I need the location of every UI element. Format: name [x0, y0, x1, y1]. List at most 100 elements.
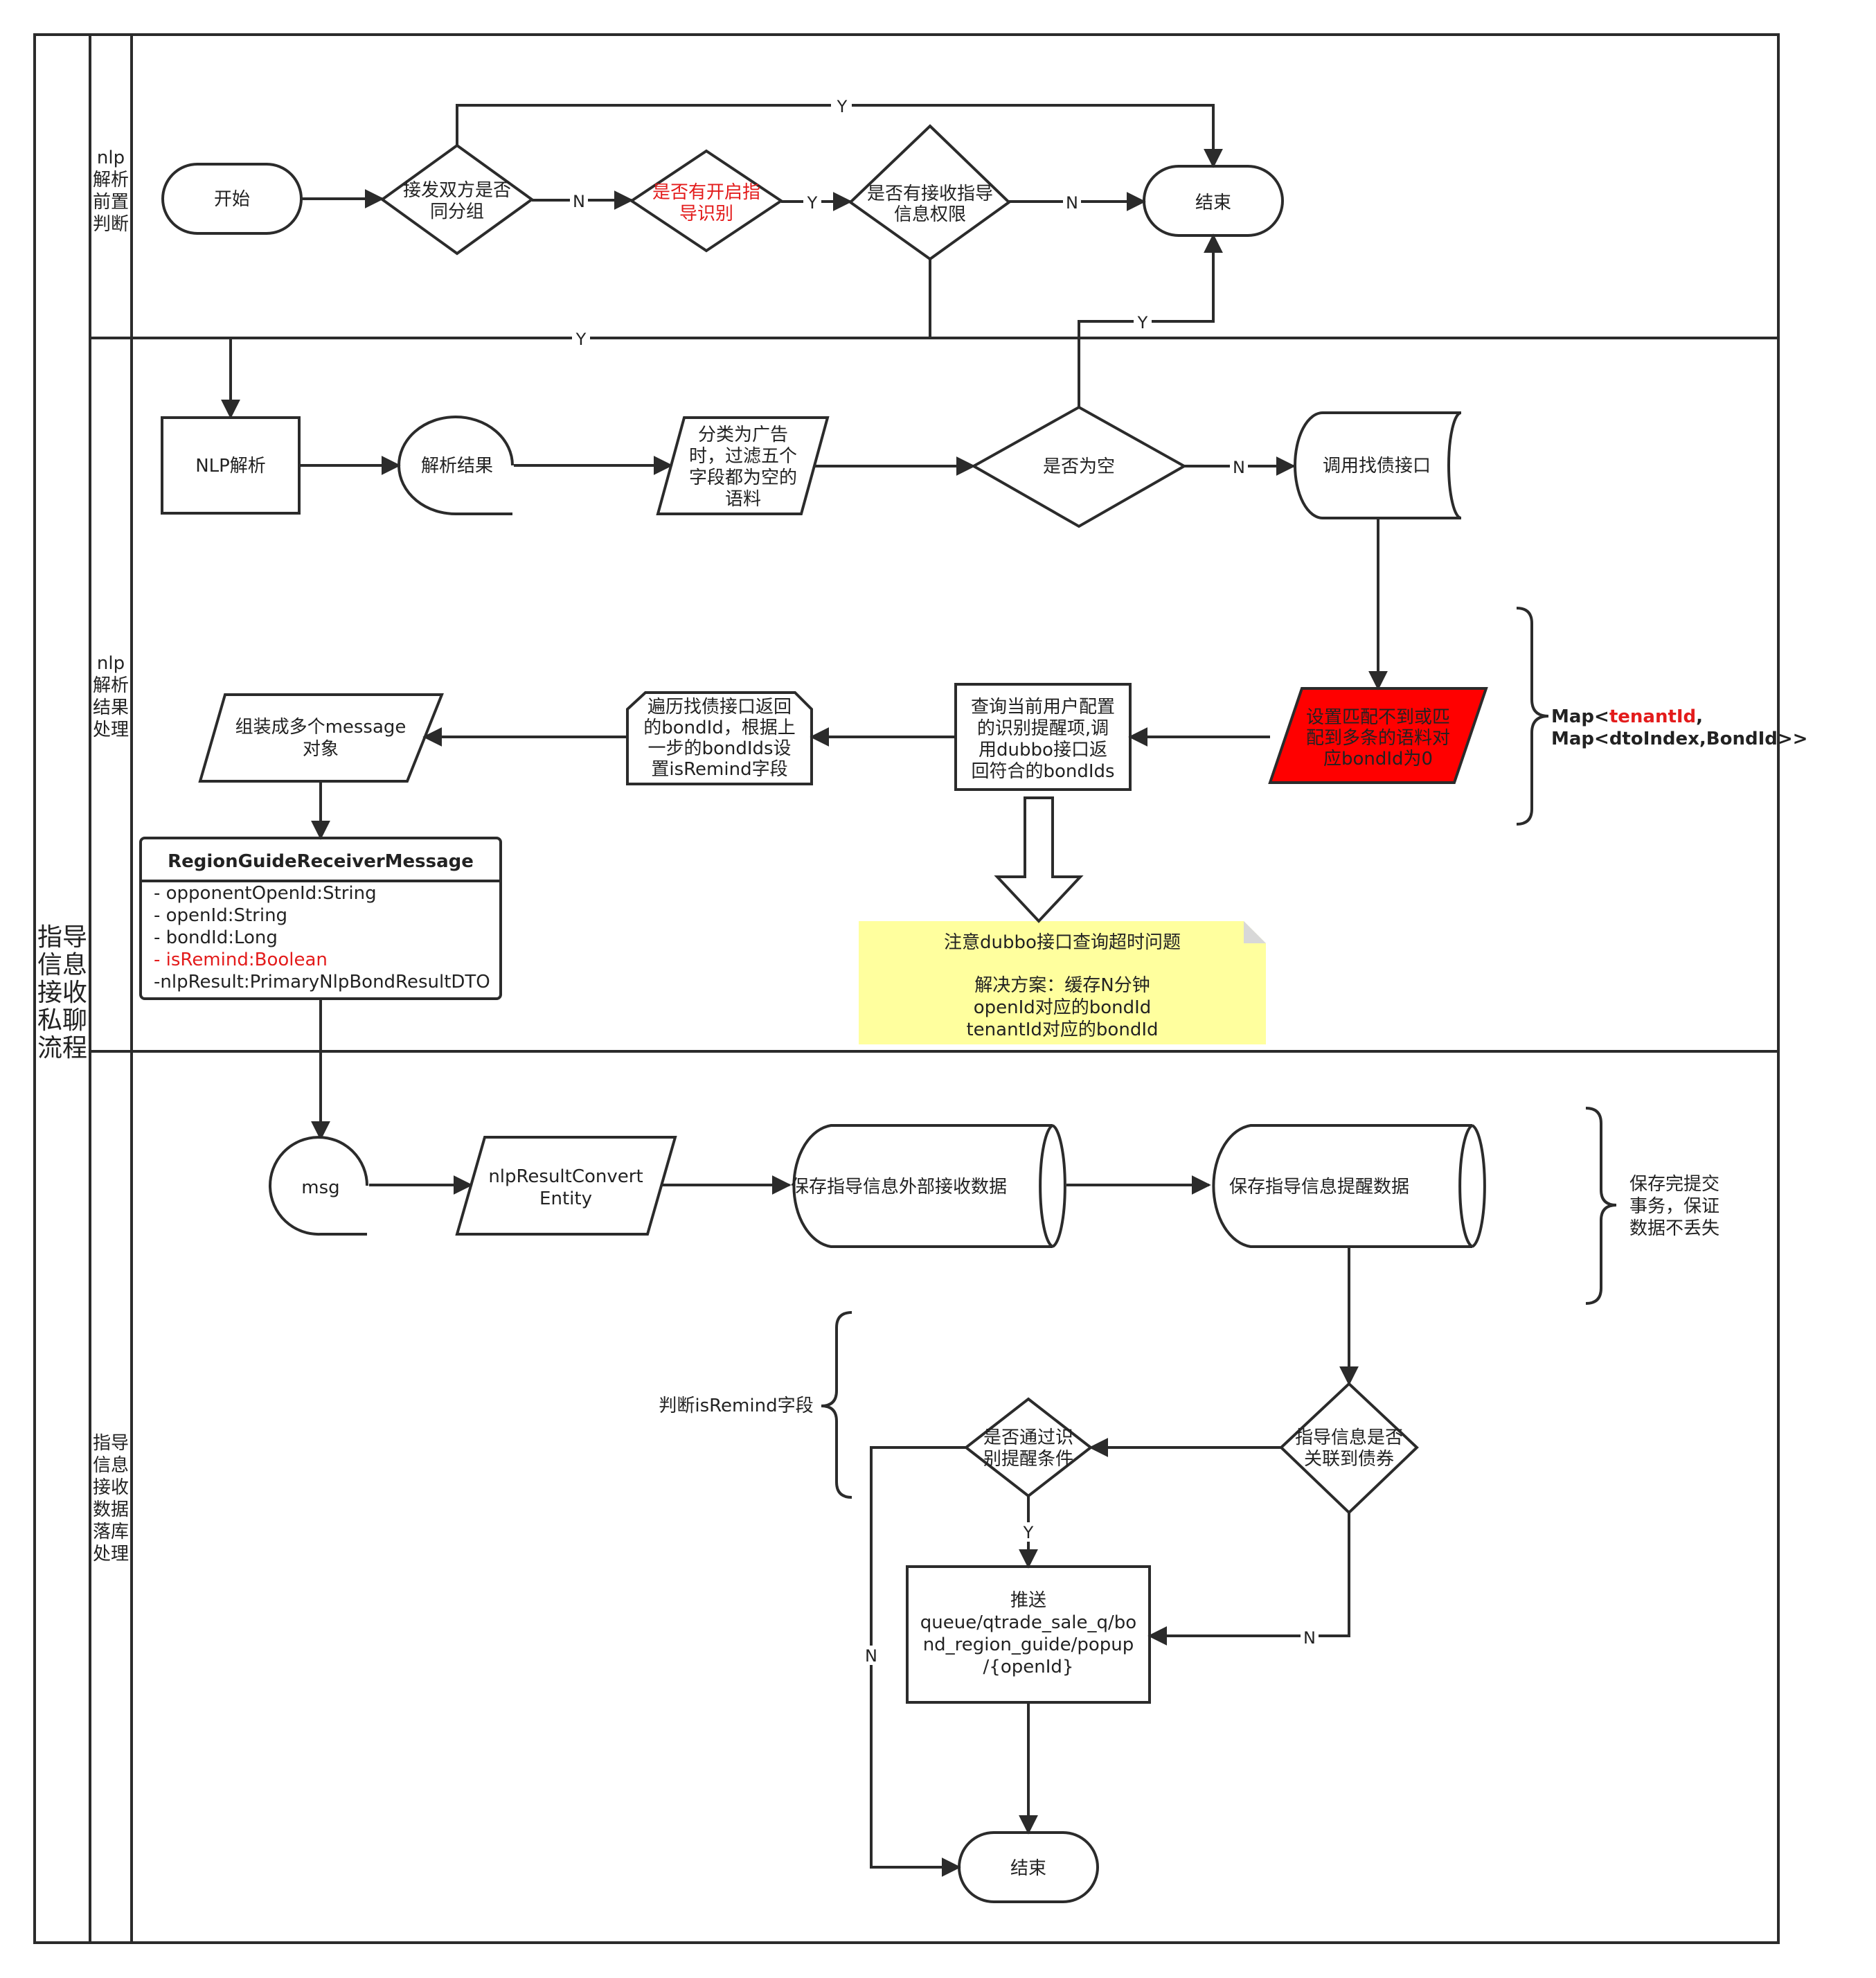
svg-text:是否有开启指: 是否有开启指	[652, 182, 760, 203]
annotation-map-structure: Map<tenantId, Map<dtoIndex,BondId>>	[1551, 706, 1807, 749]
document-parse-result: 解析结果	[397, 416, 514, 516]
start-node: 开始	[161, 163, 303, 235]
svg-text:nlp: nlp	[97, 148, 125, 168]
edge-label-y: Y	[1023, 1523, 1034, 1542]
edge-label-n: N	[573, 192, 585, 211]
svg-text:开始: 开始	[214, 189, 250, 210]
brace-map	[1516, 607, 1549, 826]
process-push: 推送 queue/qtrade_sale_q/bo nd_region_guid…	[906, 1565, 1151, 1704]
svg-text:查询当前用户配置: 查询当前用户配置	[971, 697, 1115, 718]
svg-text:设置匹配不到或匹: 设置匹配不到或匹	[1306, 707, 1450, 728]
svg-text:的识别提醒项,调: 的识别提醒项,调	[977, 718, 1109, 739]
svg-text:置isRemind字段: 置isRemind字段	[651, 759, 787, 780]
storage-save-external: 保存指导信息外部接收数据	[791, 1124, 1066, 1248]
svg-text:别提醒条件: 别提醒条件	[983, 1449, 1073, 1470]
svg-text:处理: 处理	[93, 1544, 129, 1565]
edge-labels-storage: Y N N	[862, 1522, 1319, 1666]
class-field: - openId:String	[154, 905, 287, 926]
svg-text:数据不丢失: 数据不丢失	[1629, 1218, 1719, 1239]
document-msg: msg	[269, 1136, 368, 1236]
svg-text:是否有接收指导: 是否有接收指导	[867, 184, 993, 204]
class-field: - opponentOpenId:String	[154, 883, 377, 904]
svg-text:nd_region_guide/popup: nd_region_guide/popup	[923, 1634, 1134, 1655]
end-node-top: 结束	[1143, 165, 1284, 237]
svg-text:结束: 结束	[1195, 193, 1231, 213]
class-name: RegionGuideReceiverMessage	[168, 851, 474, 872]
svg-text:解析: 解析	[93, 675, 129, 696]
svg-text:导识别: 导识别	[679, 204, 733, 224]
svg-text:组装成多个message: 组装成多个message	[235, 717, 407, 738]
decision-guide-enabled: 是否有开启指 导识别	[629, 149, 784, 253]
decision-same-group: 接发双方是否 同分组	[379, 143, 535, 256]
pool-title-line: 指导	[37, 923, 87, 952]
pool-title-line: 流程	[37, 1034, 87, 1062]
preparation-traverse: 遍历找债接口返回 的bondId，根据上 一步的bondIds设 置isRemi…	[626, 691, 813, 785]
svg-text:语料: 语料	[725, 489, 761, 510]
svg-text:结果: 结果	[93, 697, 129, 718]
svg-text:事务，保证: 事务，保证	[1629, 1196, 1719, 1217]
svg-text:前置: 前置	[93, 192, 129, 213]
storage-call-bond-api: 调用找债接口	[1294, 411, 1462, 519]
brace-save-tx	[1585, 1107, 1617, 1305]
edge-label-n: N	[1066, 193, 1078, 213]
end-node-bottom: 结束	[958, 1831, 1099, 1903]
svg-text:解析结果: 解析结果	[421, 456, 493, 476]
edge-label-y: Y	[575, 330, 587, 349]
brace-judge-remind	[821, 1311, 852, 1499]
svg-text:指导信息是否: 指导信息是否	[1295, 1427, 1403, 1448]
pool-title: 指导 信息 接收 私聊 流程	[37, 923, 87, 1062]
svg-text:落库: 落库	[93, 1522, 129, 1542]
svg-text:保存完提交: 保存完提交	[1629, 1174, 1719, 1195]
svg-text:nlp: nlp	[97, 653, 125, 674]
svg-text:openId对应的bondId: openId对应的bondId	[974, 997, 1152, 1018]
svg-text:是否通过识: 是否通过识	[983, 1427, 1073, 1448]
svg-text:推送: 推送	[1010, 1590, 1046, 1611]
decision-pass-remind: 是否通过识 别提醒条件	[963, 1397, 1093, 1498]
svg-text:nlpResultConvert: nlpResultConvert	[488, 1166, 643, 1187]
svg-text:判断isRemind字段: 判断isRemind字段	[659, 1396, 813, 1416]
svg-text:对象: 对象	[303, 739, 339, 760]
svg-text:保存指导信息提醒数据: 保存指导信息提醒数据	[1229, 1177, 1409, 1197]
process-nlp-parse: NLP解析	[161, 416, 301, 515]
lane-title-storage: 指导 信息 接收 数据 落库 处理	[93, 1433, 129, 1565]
svg-text:时，过滤五个: 时，过滤五个	[689, 446, 797, 467]
edge-labels-precheck: Y N Y N Y	[570, 96, 1081, 349]
svg-text:结束: 结束	[1010, 1858, 1046, 1879]
decision-is-empty: 是否为空	[970, 405, 1188, 528]
svg-text:信息: 信息	[93, 1455, 129, 1476]
pool-title-line: 私聊	[37, 1006, 87, 1035]
annotation-save-tx: 保存完提交 事务，保证 数据不丢失	[1629, 1174, 1719, 1239]
process-query-config: 查询当前用户配置 的识别提醒项,调 用dubbo接口返 回符合的bondIds	[954, 683, 1132, 791]
edge-link-bond-no	[1147, 1513, 1350, 1646]
data-assemble-msg: 组装成多个message 对象	[198, 693, 444, 783]
svg-text:关联到债券: 关联到债券	[1304, 1449, 1394, 1470]
svg-text:Map<tenantId,: Map<tenantId,	[1551, 706, 1703, 727]
edge-label-n: N	[1303, 1628, 1316, 1648]
svg-text:接发双方是否: 接发双方是否	[403, 180, 511, 201]
storage-save-remind: 保存指导信息提醒数据	[1212, 1124, 1486, 1248]
edge-label-y: Y	[1137, 313, 1148, 332]
svg-text:接收: 接收	[93, 1477, 129, 1498]
note-dubbo-timeout: 注意dubbo接口查询超时问题 解决方案：缓存N分钟 openId对应的bond…	[859, 921, 1266, 1044]
data-convert: nlpResultConvert Entity	[455, 1136, 677, 1236]
svg-text:注意dubbo接口查询超时问题: 注意dubbo接口查询超时问题	[944, 932, 1181, 953]
annotation-judge-remind: 判断isRemind字段	[659, 1396, 813, 1416]
svg-text:的bondId，根据上: 的bondId，根据上	[643, 718, 796, 738]
svg-text:同分组: 同分组	[430, 202, 484, 222]
svg-text:Map<dtoIndex,BondId>>: Map<dtoIndex,BondId>>	[1551, 729, 1807, 749]
svg-text:信息权限: 信息权限	[894, 204, 966, 225]
svg-text:配到多条的语料对: 配到多条的语料对	[1306, 728, 1450, 749]
hollow-arrow-to-note	[994, 796, 1084, 923]
pool-title-line: 信息	[37, 951, 87, 979]
edge-label-n: N	[865, 1646, 877, 1666]
svg-text:tenantId对应的bondId: tenantId对应的bondId	[966, 1019, 1158, 1040]
edges-storage	[369, 1175, 1359, 1877]
svg-text:NLP解析: NLP解析	[195, 456, 266, 476]
class-box-region-guide-receiver-message: RegionGuideReceiverMessage - opponentOpe…	[139, 837, 502, 1000]
class-field-highlight: - isRemind:Boolean	[154, 950, 328, 970]
data-set-bond-zero: 设置匹配不到或匹 配到多条的语料对 应bondId为0	[1268, 687, 1488, 784]
svg-text:调用找债接口: 调用找债接口	[1323, 456, 1431, 476]
svg-text:解析: 解析	[93, 170, 129, 190]
class-field: -nlpResult:PrimaryNlpBondResultDTO	[154, 972, 490, 992]
